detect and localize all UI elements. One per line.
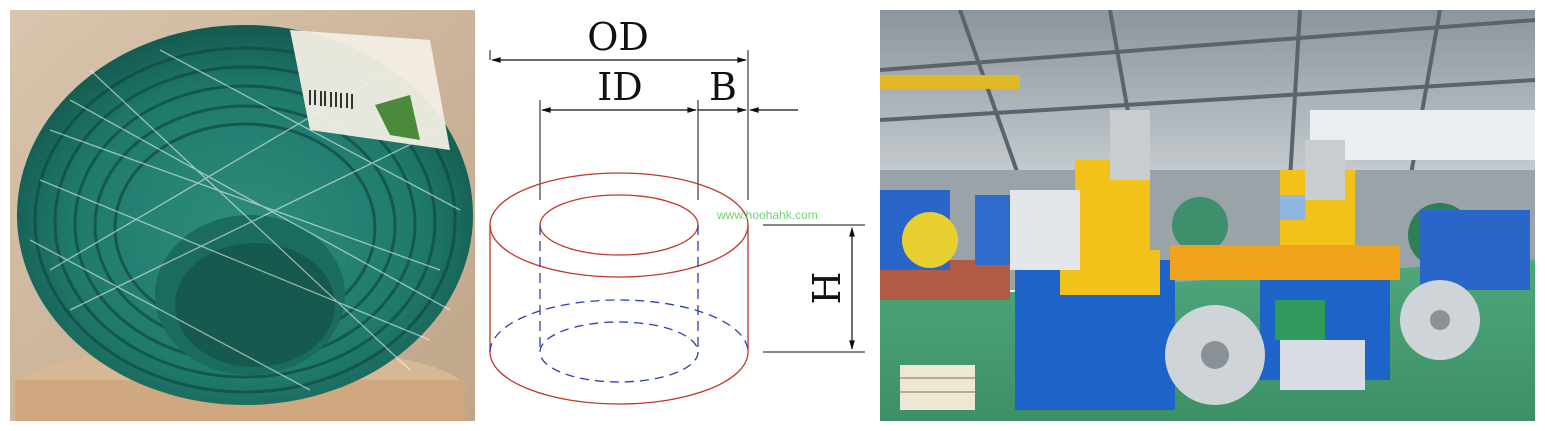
id-label: ID [597, 65, 642, 109]
cable-coil-image [10, 10, 475, 421]
dimension-drawing: OD ID B H www.hoohahk.com [489, 15, 865, 405]
watermark-text: www.hoohahk.com [716, 208, 818, 222]
coiling-machine-photo [880, 10, 1535, 421]
ring-cylinder [489, 172, 749, 405]
cable-coil-photo [10, 10, 475, 421]
h-label: H [805, 271, 849, 304]
b-label: B [709, 65, 737, 109]
factory-image [880, 10, 1535, 421]
coil-dimension-diagram: OD ID B H www.hoohahk.com [480, 0, 875, 431]
od-label: OD [587, 15, 649, 59]
